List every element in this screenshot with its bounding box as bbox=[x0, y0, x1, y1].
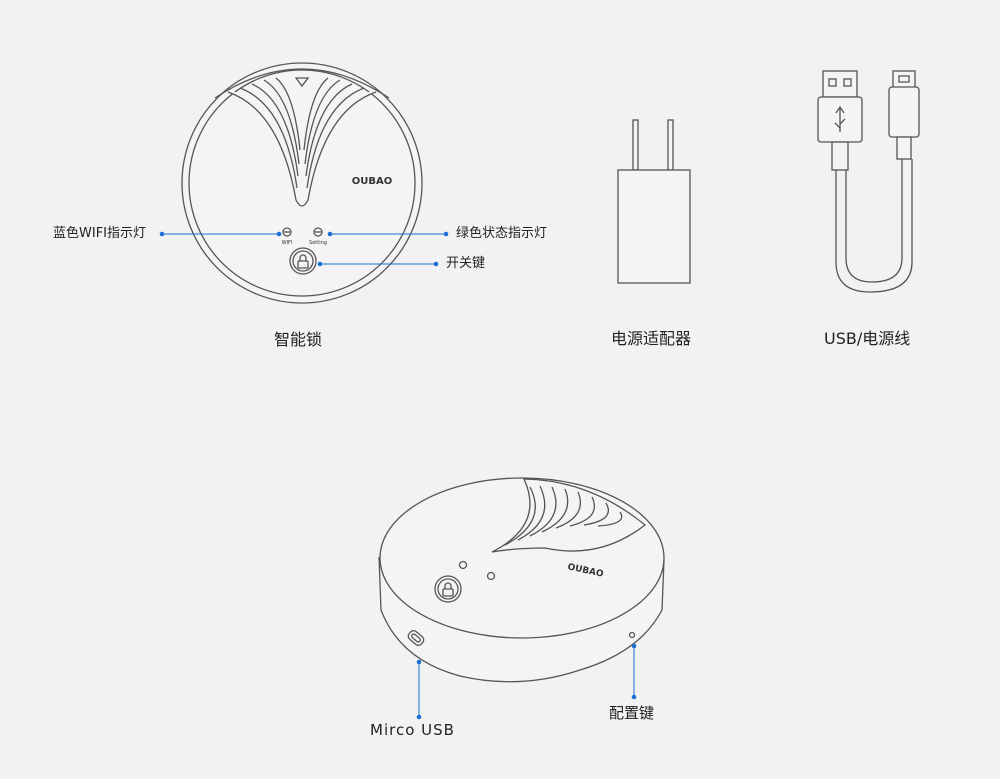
cable-caption: USB/电源线 bbox=[824, 329, 911, 348]
usb-cable bbox=[817, 70, 920, 293]
lock-top-view bbox=[181, 62, 423, 304]
power-button-icon bbox=[289, 247, 317, 275]
wifi-mark: WIFI bbox=[282, 240, 293, 246]
setting-indicator-icon bbox=[313, 227, 323, 237]
grille-icon bbox=[227, 77, 377, 207]
lock-perspective-view bbox=[378, 477, 665, 683]
setting-indicator-icon bbox=[486, 571, 496, 581]
power-button-label: 开关键 bbox=[446, 256, 486, 271]
green-status-indicator-label: 绿色状态指示灯 bbox=[456, 226, 548, 241]
setting-mark: Setting bbox=[309, 240, 327, 246]
config-button-hole-icon bbox=[628, 631, 636, 639]
power-button-icon bbox=[434, 575, 462, 603]
adapter-caption: 电源适配器 bbox=[611, 329, 692, 348]
usb-symbol-icon bbox=[834, 105, 846, 132]
wifi-indicator-icon bbox=[458, 560, 468, 570]
micro-usb-label: Mirco USB bbox=[370, 721, 455, 739]
config-button-label: 配置键 bbox=[609, 704, 655, 722]
power-adapter bbox=[617, 119, 691, 284]
wifi-indicator-icon bbox=[282, 227, 292, 237]
lock-logo-text: OUBAO bbox=[352, 176, 392, 187]
lock-caption: 智能锁 bbox=[274, 330, 323, 349]
micro-usb-port-icon bbox=[407, 630, 425, 646]
callout-lines-bottom bbox=[416, 643, 637, 720]
callout-lines-top bbox=[159, 231, 449, 267]
blue-wifi-indicator-label: 蓝色WIFI指示灯 bbox=[53, 226, 146, 241]
